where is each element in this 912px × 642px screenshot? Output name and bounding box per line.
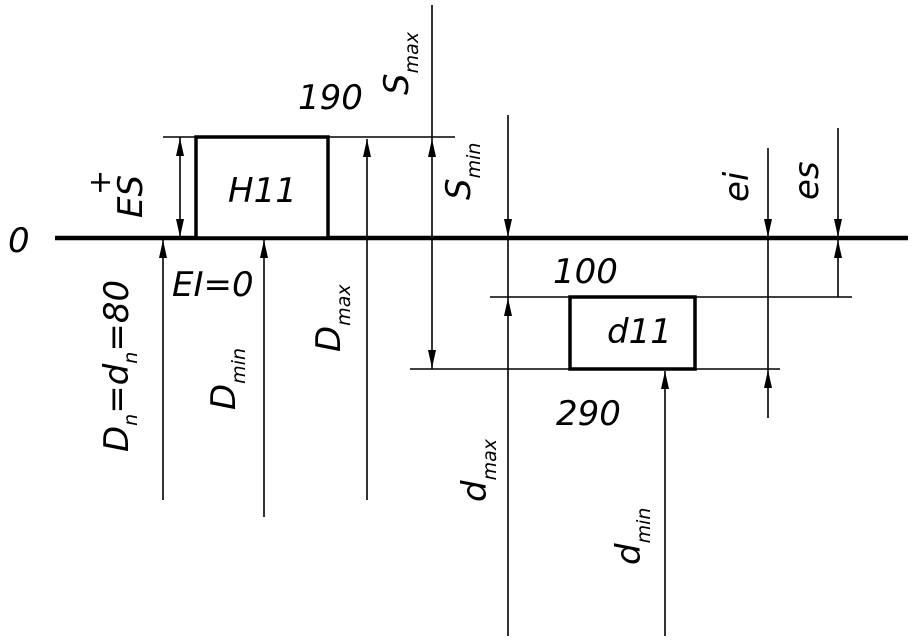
es-shaft-label: es — [787, 161, 827, 200]
nominal-eq1: =d — [97, 363, 137, 413]
hole-tolerance-field — [194, 135, 330, 240]
dmin-shaft-label: dmin — [609, 508, 655, 565]
es-label: ES — [111, 175, 151, 218]
ei-arrow-down — [764, 219, 772, 237]
es-shaft-arrow-down — [834, 219, 842, 237]
es-shaft-arrow-up — [834, 240, 842, 258]
ei-arrow-up — [764, 370, 772, 388]
dmax-hole-arrow — [363, 139, 371, 157]
nominal-n1: n — [120, 414, 142, 426]
shaft-field-label: d11 — [607, 312, 672, 352]
dmin-hole-label: Dmin — [204, 348, 250, 410]
dmax-hole-label: Dmax — [309, 284, 355, 352]
es-arrow-down — [176, 219, 184, 237]
es-arrow-up — [176, 138, 184, 156]
value-100: 100 — [553, 252, 618, 292]
ei-hole-label: EI=0 — [172, 265, 254, 305]
nominal-size-arrow — [159, 240, 167, 258]
nominal-n2: n — [120, 352, 142, 364]
dmin-hole-arrow — [260, 240, 268, 258]
nominal-D: D — [97, 426, 137, 452]
hole-field-label: H11 — [228, 171, 297, 211]
dmax-shaft-arrow-up — [504, 298, 512, 316]
dmax-shaft-label: dmax — [455, 438, 501, 502]
nominal-size-label: Dn=dn=80 — [97, 280, 142, 452]
smin-label: Smin — [439, 143, 485, 200]
smin-arrow-up — [428, 139, 436, 157]
zero-line-label: 0 — [8, 221, 30, 261]
ei-shaft-label: ei — [717, 171, 757, 202]
dmin-shaft-arrow — [661, 371, 669, 389]
value-290: 290 — [556, 394, 621, 434]
es-plus-sign: + — [83, 170, 118, 195]
smax-label: Smax — [377, 31, 423, 95]
shaft-tolerance-field — [568, 295, 697, 371]
smax-arrow-down — [428, 350, 436, 368]
dmax-shaft-arrow-down — [504, 219, 512, 237]
value-190: 190 — [298, 78, 363, 118]
nominal-eq2: =80 — [97, 280, 137, 352]
